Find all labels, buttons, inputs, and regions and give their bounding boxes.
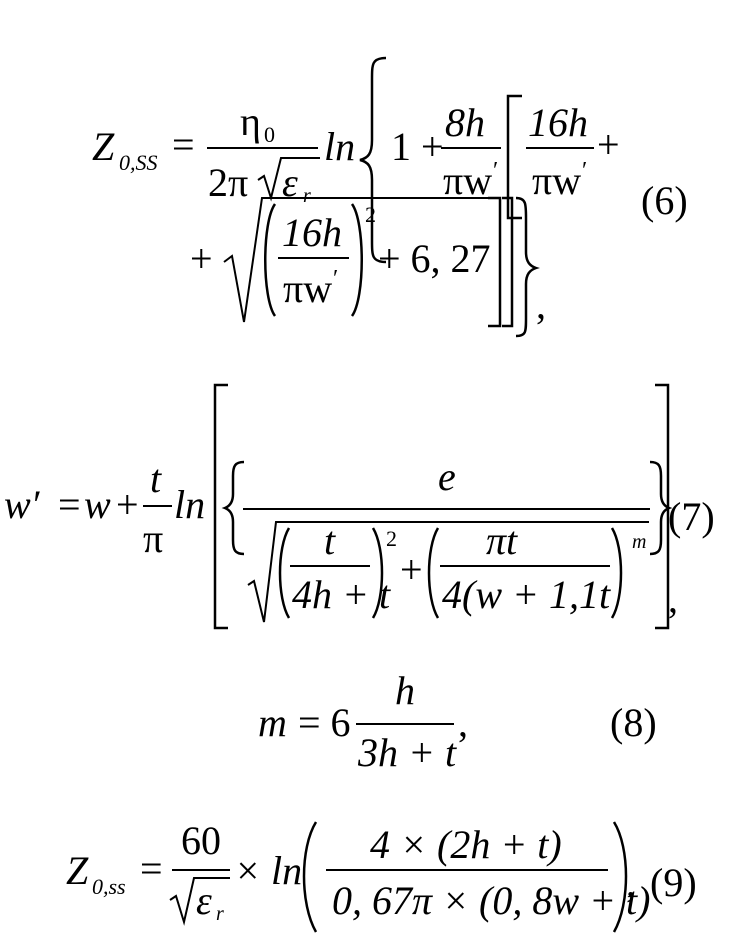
eq6-plus-2: + — [190, 236, 213, 281]
eq6-right-bracket-2 — [502, 196, 514, 328]
eq6-eight-h: 8h — [445, 100, 485, 145]
eq9-eps: ε — [196, 878, 212, 923]
equation-7: w′ = w + t π ln e t 4h + t 2 + πt 4(w + … — [4, 383, 715, 630]
eq8-comma: , — [458, 700, 468, 745]
eq9-times-ln: × ln — [234, 848, 302, 893]
eq6-eta-sub: 0 — [264, 122, 275, 147]
eq7-pi: π — [143, 516, 163, 561]
eq7-right-brace — [649, 460, 673, 556]
eq6-comma: , — [536, 282, 546, 327]
eq9-comma: , — [626, 860, 636, 905]
eq7-four-h-t: 4h + t — [292, 572, 391, 617]
eq7-paren1-left — [278, 527, 291, 619]
eq7-lhs: w′ — [4, 482, 41, 527]
eq8-h: h — [395, 668, 415, 713]
eq7-comma: , — [668, 576, 678, 621]
eq7-paren1-right — [371, 527, 384, 619]
eq7-plus-2: + — [400, 547, 423, 592]
eq6-paren-left — [264, 203, 277, 317]
eq9-sixty: 60 — [181, 818, 221, 863]
eq6-six-27: + 6, 27 — [378, 236, 491, 281]
eq7-plus: + — [116, 482, 139, 527]
eq6-eps: ε — [282, 160, 298, 205]
eq6-left-bracket — [506, 94, 522, 220]
eq6-eps-sub: r — [303, 185, 311, 207]
eq7-e: e — [438, 454, 456, 499]
equation-6: Z 0,SS = η 0 2π ε r ln 1 + 8h πw ′ 16h π… — [92, 56, 688, 338]
eq9-eps-sub: r — [216, 903, 224, 925]
eq7-exp-m: m — [632, 531, 646, 553]
eq6-prime-2: ′ — [582, 158, 587, 184]
eq6-right-bracket-1 — [488, 196, 502, 328]
eq9-sqrt-sign — [169, 877, 230, 926]
eq6-plus-1: + — [597, 122, 620, 167]
eq9-equals: = — [140, 846, 163, 891]
eq9-den: 0, 67π × (0, 8w + t) — [332, 878, 650, 923]
eq6-equals: = — [172, 122, 195, 167]
eq7-equals: = — [58, 482, 81, 527]
eq7-ln: ln — [174, 482, 205, 527]
eq6-big-sqrt — [223, 197, 488, 323]
eq7-exp-2: 2 — [386, 526, 397, 551]
eq6-sixteen-h-2: 16h — [282, 210, 342, 255]
eq7-pi-t: πt — [486, 518, 518, 563]
eq6-two-pi: 2π — [208, 160, 248, 205]
eq7-t: t — [150, 456, 162, 501]
eq9-number: (9) — [650, 860, 697, 905]
eq6-right-brace — [515, 196, 540, 338]
eq6-lhs-z: Z — [92, 124, 115, 169]
eq8-equals: = 6 — [298, 700, 351, 745]
eq6-eta: η — [240, 99, 261, 144]
equation-9: Z 0,ss = 60 ε r × ln 4 × (2h + t) 0, 67π… — [66, 818, 697, 933]
eq9-lhs-z: Z — [66, 848, 89, 893]
eq6-pi-w-2: πw — [532, 158, 581, 203]
eq7-w: w — [84, 482, 111, 527]
eq8-number: (8) — [610, 700, 657, 745]
eq7-t-2: t — [324, 518, 336, 563]
eq9-paren-right — [612, 821, 628, 933]
eq6-one-plus: 1 + — [391, 124, 444, 169]
eq8-den: 3h + t — [357, 730, 457, 775]
eq6-pi-w: πw — [443, 158, 492, 203]
eq6-pi-w-3: πw — [283, 266, 332, 311]
eq7-sqrt — [247, 521, 649, 623]
eq7-right-bracket — [655, 383, 670, 630]
eq6-exp-2: 2 — [365, 202, 376, 227]
eq8-lhs: m — [258, 700, 287, 745]
eq6-left-brace — [359, 56, 387, 264]
eq6-lhs-sub: 0,SS — [119, 150, 158, 175]
eq7-number: (7) — [668, 494, 715, 539]
eq7-paren2-left — [427, 527, 440, 619]
eq7-paren2-right — [610, 527, 623, 619]
eq6-sixteen-h: 16h — [528, 100, 588, 145]
eq7-left-brace — [221, 460, 245, 556]
eq6-ln: ln — [324, 124, 355, 169]
eq9-num: 4 × (2h + t) — [370, 822, 562, 867]
eq6-prime-1: ′ — [493, 158, 498, 184]
equation-8: m = 6 h 3h + t , (8) — [258, 668, 657, 775]
eq9-lhs-sub: 0,ss — [92, 874, 126, 899]
eq6-number: (6) — [641, 178, 688, 223]
eq7-four-w: 4(w + 1,1t — [442, 572, 611, 617]
eq6-paren-right — [350, 203, 363, 317]
eq7-left-bracket — [213, 383, 228, 630]
eq6-prime-3: ′ — [333, 266, 338, 292]
eq9-paren-left — [302, 821, 318, 933]
